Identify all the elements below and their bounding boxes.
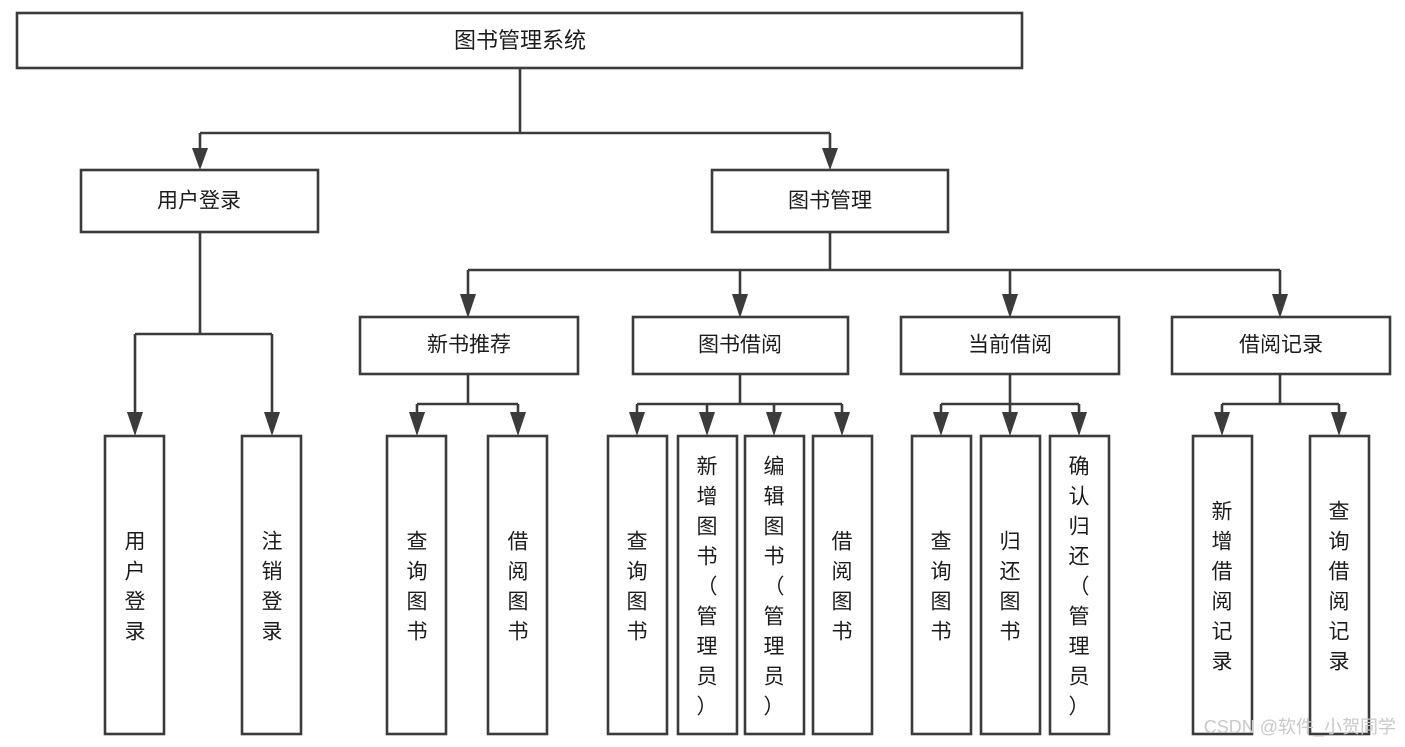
node-leaf-add-record-box[interactable] — [1191, 434, 1254, 736]
arrow-head-book-manage — [822, 148, 838, 170]
node-user-login-label: 用户登录 — [157, 190, 241, 213]
arrow-head-leaf-return-book — [1002, 412, 1018, 436]
node-leaf-add-record-label: 新增借阅记录 — [1212, 500, 1233, 673]
node-leaf-query-book-c-label: 查询图书 — [931, 530, 952, 643]
node-user-login-box[interactable] — [79, 168, 320, 234]
node-current-borrow-box[interactable] — [899, 315, 1121, 376]
node-leaf-add-book[interactable]: 新增图书（管理员） — [676, 434, 739, 736]
node-leaf-query-record-label: 查询借阅记录 — [1329, 500, 1350, 673]
arrow-head-new-book-rec — [460, 294, 476, 318]
node-leaf-add-book-label: 新增图书（管理员） — [697, 455, 718, 718]
node-leaf-query-book-b[interactable]: 查询图书 — [606, 434, 669, 736]
node-book-borrow[interactable]: 图书借阅 — [631, 315, 850, 376]
arrow-head-leaf-add-book — [699, 412, 715, 436]
arrow-head-leaf-borrow-book-b — [834, 412, 850, 436]
node-book-manage-label: 图书管理 — [788, 190, 872, 213]
node-current-borrow-label: 当前借阅 — [968, 334, 1052, 357]
node-leaf-query-book-b-box[interactable] — [606, 434, 669, 736]
arrow-head-leaf-query-book-c — [933, 412, 949, 436]
node-leaf-edit-book-box[interactable] — [743, 434, 806, 736]
node-root-box[interactable] — [15, 11, 1024, 70]
arrow-head-leaf-query-record — [1331, 412, 1347, 436]
arrow-head-borrow-record — [1272, 294, 1288, 318]
node-book-manage[interactable]: 图书管理 — [710, 168, 950, 234]
node-leaf-query-book-a-label: 查询图书 — [407, 530, 428, 643]
node-borrow-record-label: 借阅记录 — [1239, 334, 1323, 357]
node-new-book-rec-label: 新书推荐 — [427, 334, 511, 357]
arrow-head-user-login — [192, 148, 208, 170]
node-root[interactable]: 图书管理系统 — [15, 11, 1024, 70]
arrow-head-leaf-confirm-return — [1071, 412, 1087, 436]
node-leaf-edit-book[interactable]: 编辑图书（管理员） — [743, 434, 806, 736]
node-leaf-confirm-return-box[interactable] — [1048, 434, 1111, 736]
arrow-head-leaf-add-record — [1214, 412, 1230, 436]
node-leaf-borrow-book-b[interactable]: 借阅图书 — [811, 434, 874, 736]
arrow-head-leaf-query-book-b — [629, 412, 645, 436]
node-borrow-record[interactable]: 借阅记录 — [1170, 315, 1392, 376]
node-leaf-edit-book-label: 编辑图书（管理员） — [764, 455, 785, 718]
node-leaf-user-login-box[interactable] — [103, 434, 166, 736]
node-leaf-borrow-book-a-box[interactable] — [486, 434, 549, 736]
node-leaf-borrow-book-a-label: 借阅图书 — [508, 530, 529, 643]
arrow-head-leaf-logout — [264, 412, 280, 436]
node-leaf-confirm-return[interactable]: 确认归还（管理员） — [1048, 434, 1111, 736]
node-leaf-query-record[interactable]: 查询借阅记录 — [1308, 434, 1371, 736]
node-leaf-query-book-c[interactable]: 查询图书 — [910, 434, 973, 736]
node-leaf-query-book-a-box[interactable] — [385, 434, 448, 736]
connector-layer — [127, 68, 1347, 436]
node-leaf-user-login[interactable]: 用户登录 — [103, 434, 166, 736]
node-leaf-borrow-book-b-label: 借阅图书 — [832, 530, 853, 643]
node-new-book-rec[interactable]: 新书推荐 — [358, 315, 580, 376]
node-leaf-logout-box[interactable] — [240, 434, 303, 736]
node-borrow-record-box[interactable] — [1170, 315, 1392, 376]
arrow-head-current-borrow — [1002, 294, 1018, 318]
node-leaf-add-record[interactable]: 新增借阅记录 — [1191, 434, 1254, 736]
node-leaf-return-book[interactable]: 归还图书 — [979, 434, 1042, 736]
node-leaf-confirm-return-label: 确认归还（管理员） — [1069, 455, 1090, 718]
node-user-login[interactable]: 用户登录 — [79, 168, 320, 234]
node-leaf-borrow-book-b-box[interactable] — [811, 434, 874, 736]
node-leaf-add-book-box[interactable] — [676, 434, 739, 736]
node-leaf-return-book-box[interactable] — [979, 434, 1042, 736]
node-book-borrow-label: 图书借阅 — [698, 334, 782, 357]
node-leaf-query-book-a[interactable]: 查询图书 — [385, 434, 448, 736]
node-leaf-query-record-box[interactable] — [1308, 434, 1371, 736]
arrow-head-leaf-user-login — [127, 412, 143, 436]
arrow-head-book-borrow — [732, 294, 748, 318]
arrow-head-leaf-borrow-book-a — [510, 412, 526, 436]
node-leaf-logout-label: 注销登录 — [262, 530, 283, 643]
node-book-manage-box[interactable] — [710, 168, 950, 234]
node-new-book-rec-box[interactable] — [358, 315, 580, 376]
node-root-label: 图书管理系统 — [454, 28, 586, 53]
node-current-borrow[interactable]: 当前借阅 — [899, 315, 1121, 376]
node-leaf-logout[interactable]: 注销登录 — [240, 434, 303, 736]
node-leaf-borrow-book-a[interactable]: 借阅图书 — [486, 434, 549, 736]
node-book-borrow-box[interactable] — [631, 315, 850, 376]
arrow-head-leaf-edit-book — [766, 412, 782, 436]
node-leaf-query-book-b-label: 查询图书 — [627, 530, 648, 643]
arrow-head-leaf-query-book-a — [409, 412, 425, 436]
watermark: CSDN @软件_小贺同学 — [1204, 717, 1396, 738]
node-leaf-user-login-label: 用户登录 — [125, 530, 146, 643]
node-leaf-return-book-label: 归还图书 — [1000, 530, 1021, 643]
node-leaf-query-book-c-box[interactable] — [910, 434, 973, 736]
